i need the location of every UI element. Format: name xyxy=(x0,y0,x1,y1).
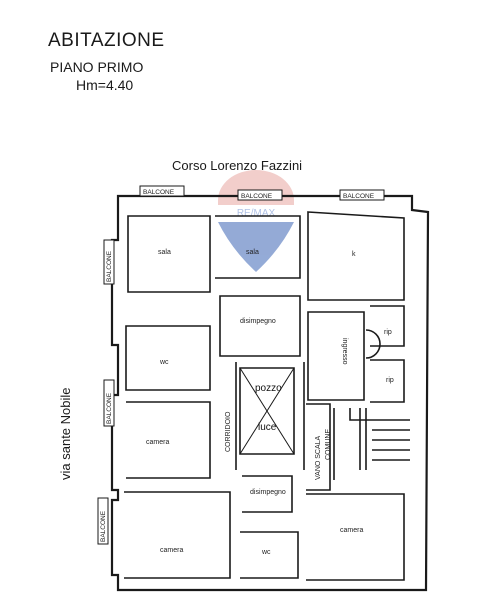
balcony-label-6: BALCONE xyxy=(100,510,107,542)
room-vano-scala: VANO SCALA xyxy=(315,435,322,480)
balcony-label-5: BALCONE xyxy=(106,392,113,424)
height-label: Hm=4.40 xyxy=(76,77,134,93)
balcony-label-1: BALCONE xyxy=(143,189,175,196)
remax-watermark-logo: RE/MAX xyxy=(218,170,294,272)
interior-walls xyxy=(124,211,410,581)
room-sala-left: sala xyxy=(158,249,171,256)
floor-label: PIANO PRIMO xyxy=(50,59,144,75)
room-pozzo: pozzo xyxy=(255,383,282,394)
title-block: ABITAZIONE PIANO PRIMO Hm=4.40 xyxy=(0,0,502,110)
room-camera-right: camera xyxy=(340,527,363,534)
room-luce: luce xyxy=(258,422,277,433)
balconies xyxy=(97,185,385,545)
street-top-label: Corso Lorenzo Fazzini xyxy=(172,158,303,173)
room-rip-top: rip xyxy=(384,329,392,336)
balcony-label-2: BALCONE xyxy=(241,193,273,200)
room-disimpegno-top: disimpegno xyxy=(240,318,276,325)
room-sala-center: sala xyxy=(246,249,259,256)
room-camera-bottom-left: camera xyxy=(160,547,183,554)
room-ingresso: ingresso xyxy=(341,338,348,365)
room-wc-bottom: wc xyxy=(261,549,271,556)
room-disimpegno-bottom: disimpegno xyxy=(250,489,286,496)
room-k: k xyxy=(352,251,356,258)
plan-title: ABITAZIONE xyxy=(48,30,165,51)
pozzo-luce-cross xyxy=(239,367,295,455)
room-rip-bottom: rip xyxy=(386,377,394,384)
room-wc-left: wc xyxy=(159,359,169,366)
room-camera-left: camera xyxy=(146,439,169,446)
room-comune: COMUNE xyxy=(325,429,332,460)
room-corridoio: CORRIDOIO xyxy=(225,411,232,452)
watermark-brand: RE/MAX xyxy=(237,208,276,219)
balcony-label-3: BALCONE xyxy=(343,193,375,200)
balcony-label-4: BALCONE xyxy=(106,250,113,282)
outer-walls xyxy=(110,194,430,592)
